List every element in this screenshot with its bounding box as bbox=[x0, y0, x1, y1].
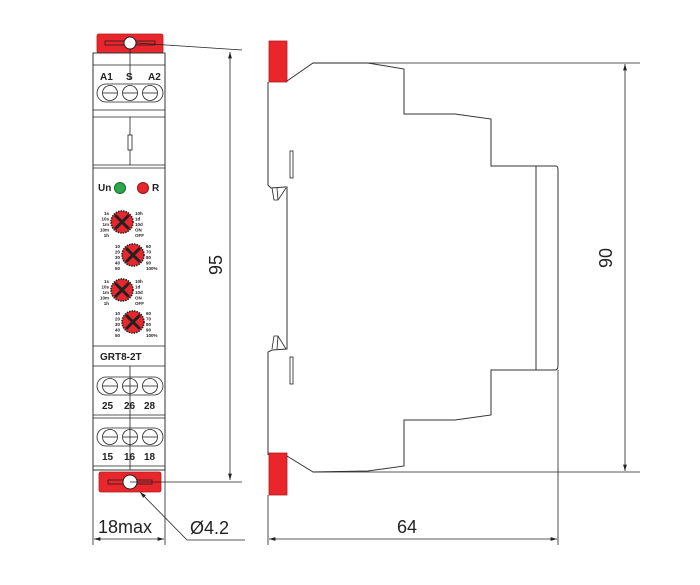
front-view: A1 S A2 Un R 1s10s1m10m1h10h1d10dONOFF10… bbox=[92, 33, 245, 545]
dial-scale-label: 10s bbox=[101, 217, 109, 222]
top-terminal-screws bbox=[96, 83, 164, 103]
dial-scale-label: 90 bbox=[146, 261, 152, 266]
dial-scale-label: OFF bbox=[135, 233, 144, 238]
dial-scale-label: 40 bbox=[115, 328, 121, 333]
dial-scale-label: 1m bbox=[102, 290, 109, 295]
terminal-label: A1 bbox=[100, 72, 113, 83]
model-label: GRT8-2T bbox=[100, 352, 142, 363]
middle-terminal-screws bbox=[96, 376, 164, 396]
dial-scale-label: 1d bbox=[135, 217, 141, 222]
terminal-label: 25 bbox=[102, 401, 114, 412]
dial-scale-label: 70 bbox=[146, 317, 152, 322]
dial-scale-label: 20 bbox=[115, 317, 121, 322]
dial-scale-label: 70 bbox=[146, 250, 152, 255]
dial-scale-label: 80 bbox=[146, 322, 152, 327]
front-body bbox=[92, 52, 166, 471]
dial-scale-label: 1m bbox=[102, 222, 109, 227]
side-height-dimension: 90 bbox=[596, 248, 616, 268]
dial-scale-label: 40 bbox=[115, 261, 121, 266]
mounting-hole-top bbox=[123, 36, 137, 50]
side-top-clip bbox=[268, 40, 288, 83]
terminal-label: S bbox=[126, 72, 133, 83]
dial-scale-label: 60 bbox=[146, 311, 152, 316]
dial-scale-label: 10h bbox=[135, 211, 143, 216]
hole-leader-line bbox=[139, 491, 188, 541]
dial-scale-label: 20 bbox=[115, 250, 121, 255]
dial-scale-label: 10 bbox=[115, 311, 121, 316]
dial-scale-label: ON bbox=[135, 296, 142, 301]
depth-dimension: 64 bbox=[397, 517, 417, 537]
dial-pointer-icon bbox=[114, 214, 130, 230]
terminal-label: 16 bbox=[124, 452, 136, 463]
dial-scale-label: 10m bbox=[100, 296, 109, 301]
dial-scale-label: 30 bbox=[115, 255, 121, 260]
side-slot bbox=[289, 356, 294, 385]
dial-scale-label: 50 bbox=[115, 266, 121, 271]
terminal-label: A2 bbox=[148, 72, 161, 83]
dial-scale-label: 80 bbox=[146, 255, 152, 260]
dial-scale-label: 1s bbox=[104, 211, 110, 216]
dial-scale-label: 10s bbox=[101, 285, 109, 290]
led-label-un: Un bbox=[98, 183, 111, 194]
dial-scale-label: 10d bbox=[135, 222, 143, 227]
hole-diameter-dimension: Ø4.2 bbox=[190, 518, 229, 538]
dial-scale-label: 10h bbox=[135, 279, 143, 284]
dial-scale-label: 100% bbox=[146, 266, 158, 271]
dial-scale-label: 10 bbox=[115, 244, 121, 249]
dial-scale-label: 10d bbox=[135, 290, 143, 295]
led-label-r: R bbox=[152, 183, 160, 194]
dial-scale-label: 90 bbox=[146, 328, 152, 333]
dial-scale-label: 100% bbox=[146, 333, 158, 338]
led-relay-icon bbox=[137, 182, 149, 194]
dial-scale-label: 1d bbox=[135, 285, 141, 290]
dial-scale-label: 1s bbox=[104, 279, 110, 284]
terminal-label: 15 bbox=[102, 452, 114, 463]
dial-scale-label: 1h bbox=[104, 233, 110, 238]
terminal-label: 18 bbox=[144, 452, 156, 463]
dial-scale-label: 60 bbox=[146, 244, 152, 249]
dial-scale-label: 1h bbox=[104, 301, 110, 306]
dial-scale-label: 50 bbox=[115, 333, 121, 338]
width-dimension: 18max bbox=[98, 517, 152, 537]
side-slot bbox=[289, 150, 294, 179]
terminal-label: 28 bbox=[144, 401, 156, 412]
led-power-icon bbox=[114, 182, 126, 194]
dial-pointer-icon bbox=[125, 314, 141, 330]
dial-scale-label: 10m bbox=[100, 228, 109, 233]
dial-scale-label: ON bbox=[135, 228, 142, 233]
front-height-dimension: 95 bbox=[206, 255, 226, 275]
side-view: 90 64 bbox=[267, 40, 640, 545]
bottom-terminal-screws bbox=[96, 427, 164, 447]
side-bottom-clip bbox=[268, 452, 288, 496]
side-profile bbox=[286, 62, 559, 473]
resistor-symbol bbox=[127, 134, 133, 151]
terminal-label: 26 bbox=[124, 401, 136, 412]
dial-scale-label: OFF bbox=[135, 301, 144, 306]
dial-pointer-icon bbox=[125, 247, 141, 263]
dial-pointer-icon bbox=[114, 282, 130, 298]
dial-scale-label: 30 bbox=[115, 322, 121, 327]
